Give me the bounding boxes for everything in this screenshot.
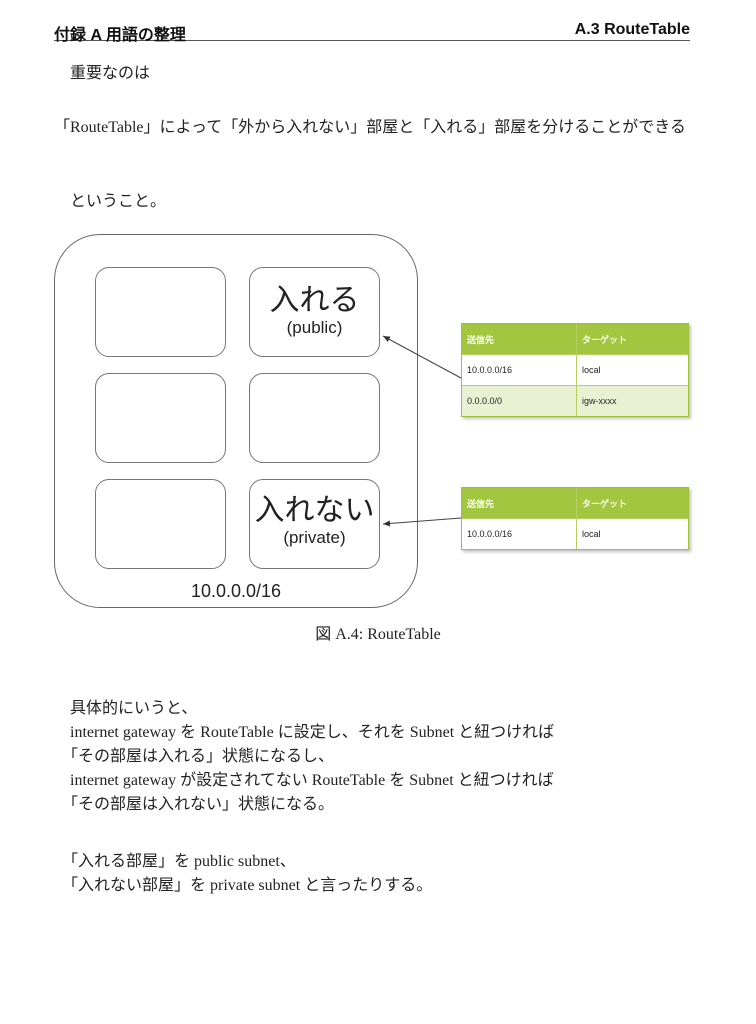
chapter-title: 付録 A 用語の整理 [54, 27, 186, 44]
subnet-box-3 [95, 373, 226, 463]
public-sublabel: (public) [286, 318, 343, 337]
route-table-private: 送信先 ターゲット 10.0.0.0/16 local [461, 487, 689, 550]
body-line: 「その部屋は入れる」状態になるし、 [62, 748, 335, 765]
body-paragraph-2: 「入れる部屋」を public subnet、 「入れない部屋」を privat… [62, 850, 702, 898]
public-label: 入れる [269, 284, 360, 317]
figure-caption: 図 A.4: RouteTable [315, 626, 441, 643]
body-line: 「その部屋は入れない」状態になる。 [62, 796, 335, 813]
table-row: 10.0.0.0/16 local [462, 518, 688, 549]
target-cell: local [582, 529, 601, 539]
destination-cell: 10.0.0.0/16 [462, 519, 577, 549]
body-line: internet gateway を RouteTable に設定し、それを S… [70, 724, 555, 741]
subnet-box-4 [249, 373, 380, 463]
header-destination: 送信先 [462, 488, 577, 518]
section-title: A.3 RouteTable [574, 21, 690, 38]
table-row: 10.0.0.0/16 local [462, 354, 688, 385]
routetable-figure: 入れる (public) 入れない (private) 10.0.0.0/16 … [54, 234, 689, 608]
vpc-cidr-label: 10.0.0.0/16 [190, 581, 282, 601]
table-header-row: 送信先 ターゲット [462, 324, 688, 354]
table-header-row: 送信先 ターゲット [462, 488, 688, 518]
private-sublabel: (private) [283, 528, 346, 547]
header-destination: 送信先 [462, 324, 577, 354]
header-target: ターゲット [582, 334, 628, 345]
intro-line-2: 「RouteTable」によって「外から入れない」部屋と「入れる」部屋を分けるこ… [54, 116, 694, 140]
intro-line-1: 重要なのは [70, 65, 151, 82]
header-target: ターゲット [582, 498, 628, 509]
table-row: 0.0.0.0/0 igw-xxxx [462, 385, 688, 416]
route-table-public: 送信先 ターゲット 10.0.0.0/16 local 0.0.0.0/0 ig… [461, 323, 689, 417]
body-paragraph-1: 具体的にいうと、 internet gateway を RouteTable に… [62, 697, 710, 817]
destination-cell: 0.0.0.0/0 [462, 386, 577, 416]
body-line: 「入れない部屋」を private subnet と言ったりする。 [62, 877, 433, 894]
running-header: 付録 A 用語の整理 A.3 RouteTable [54, 20, 690, 44]
intro-line-3: ということ。 [70, 193, 167, 210]
body-line: internet gateway が設定されてない RouteTable を S… [70, 772, 554, 789]
subnet-box-public: 入れる (public) [249, 267, 380, 357]
vpc-box: 入れる (public) 入れない (private) 10.0.0.0/16 [54, 234, 418, 608]
destination-cell: 10.0.0.0/16 [462, 355, 577, 385]
subnet-box-5 [95, 479, 226, 569]
subnet-box-private: 入れない (private) [249, 479, 380, 569]
intro-line-2-text: 「RouteTable」によって「外から入れない」部屋と「入れる」部屋を分けるこ… [54, 119, 686, 136]
body-line: 具体的にいうと、 [70, 700, 198, 717]
private-label: 入れない [254, 494, 375, 527]
subnet-box-1 [95, 267, 226, 357]
target-cell: igw-xxxx [582, 396, 617, 406]
body-line: 「入れる部屋」を public subnet、 [62, 853, 296, 870]
target-cell: local [582, 365, 601, 375]
